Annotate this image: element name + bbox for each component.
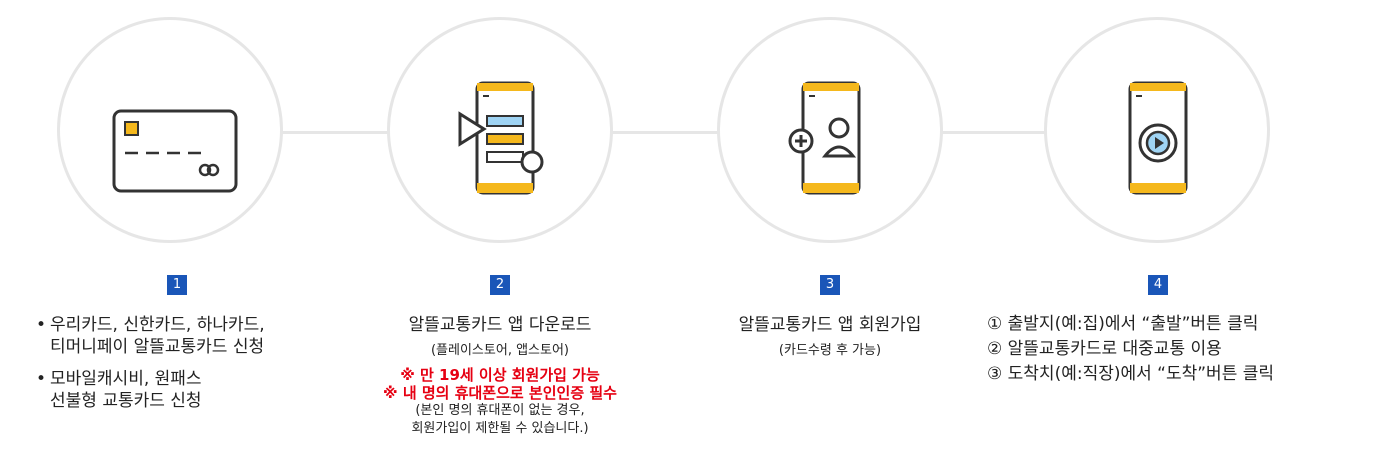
bullet-line: 티머니페이 알뜰교통카드 신청 (50, 337, 265, 357)
step-4-circle (1044, 17, 1270, 243)
step-3-text: 알뜰교통카드 앱 회원가입 (카드수령 후 가능) (690, 314, 970, 360)
bullet-item: 우리카드, 신한카드, 하나카드, 티머니페이 알뜰교통카드 신청 (36, 314, 356, 358)
step-3-badge: 3 (820, 275, 840, 295)
add-user-phone-icon (788, 81, 861, 195)
bullet-line: 우리카드, 신한카드, 하나카드, (50, 315, 265, 335)
bullet-line: 선불형 교통카드 신청 (50, 391, 202, 411)
warning-text: ※ 만 19세 이상 회원가입 가능 (400, 366, 600, 384)
bullet-item: 모바일캐시비, 원패스 선불형 교통카드 신청 (36, 368, 356, 412)
instruction-item: ③ 도착치(예:직장)에서 “도착”버튼 클릭 (987, 364, 1275, 384)
note-text: 회원가입이 제한될 수 있습니다.) (411, 421, 589, 436)
step-1-circle (57, 17, 283, 243)
warning-text: ※ 내 명의 휴대폰으로 본인인증 필수 (383, 384, 617, 402)
step-4-text: ① 출발지(예:집)에서 “출발”버튼 클릭 ② 알뜰교통카드로 대중교통 이용… (987, 312, 1367, 387)
step-1-text: 우리카드, 신한카드, 하나카드, 티머니페이 알뜰교통카드 신청 모바일캐시비… (36, 314, 356, 422)
step-3-circle (717, 17, 943, 243)
step-subtitle: (플레이스토어, 앱스토어) (430, 343, 569, 358)
play-button-phone-icon (1128, 81, 1188, 195)
instruction-item: ② 알뜰교통카드로 대중교통 이용 (987, 339, 1222, 359)
step-2-circle (387, 17, 613, 243)
step-2-text: 알뜰교통카드 앱 다운로드 (플레이스토어, 앱스토어) ※ 만 19세 이상 … (360, 314, 640, 438)
instruction-item: ① 출발지(예:집)에서 “출발”버튼 클릭 (987, 314, 1259, 334)
step-subtitle: (카드수령 후 가능) (778, 343, 882, 358)
step-2-badge: 2 (490, 275, 510, 295)
credit-card-icon (112, 109, 238, 193)
step-1-badge: 1 (167, 275, 187, 295)
note-text: (본인 명의 휴대폰이 없는 경우, (415, 403, 585, 418)
step-title: 알뜰교통카드 앱 다운로드 (408, 315, 592, 335)
connector-line (940, 131, 1050, 134)
connector-line (280, 131, 390, 134)
step-4-badge: 4 (1148, 275, 1168, 295)
bullet-line: 모바일캐시비, 원패스 (50, 369, 202, 389)
connector-line (610, 131, 720, 134)
step-title: 알뜰교통카드 앱 회원가입 (738, 315, 922, 335)
app-download-phone-icon (458, 81, 544, 195)
